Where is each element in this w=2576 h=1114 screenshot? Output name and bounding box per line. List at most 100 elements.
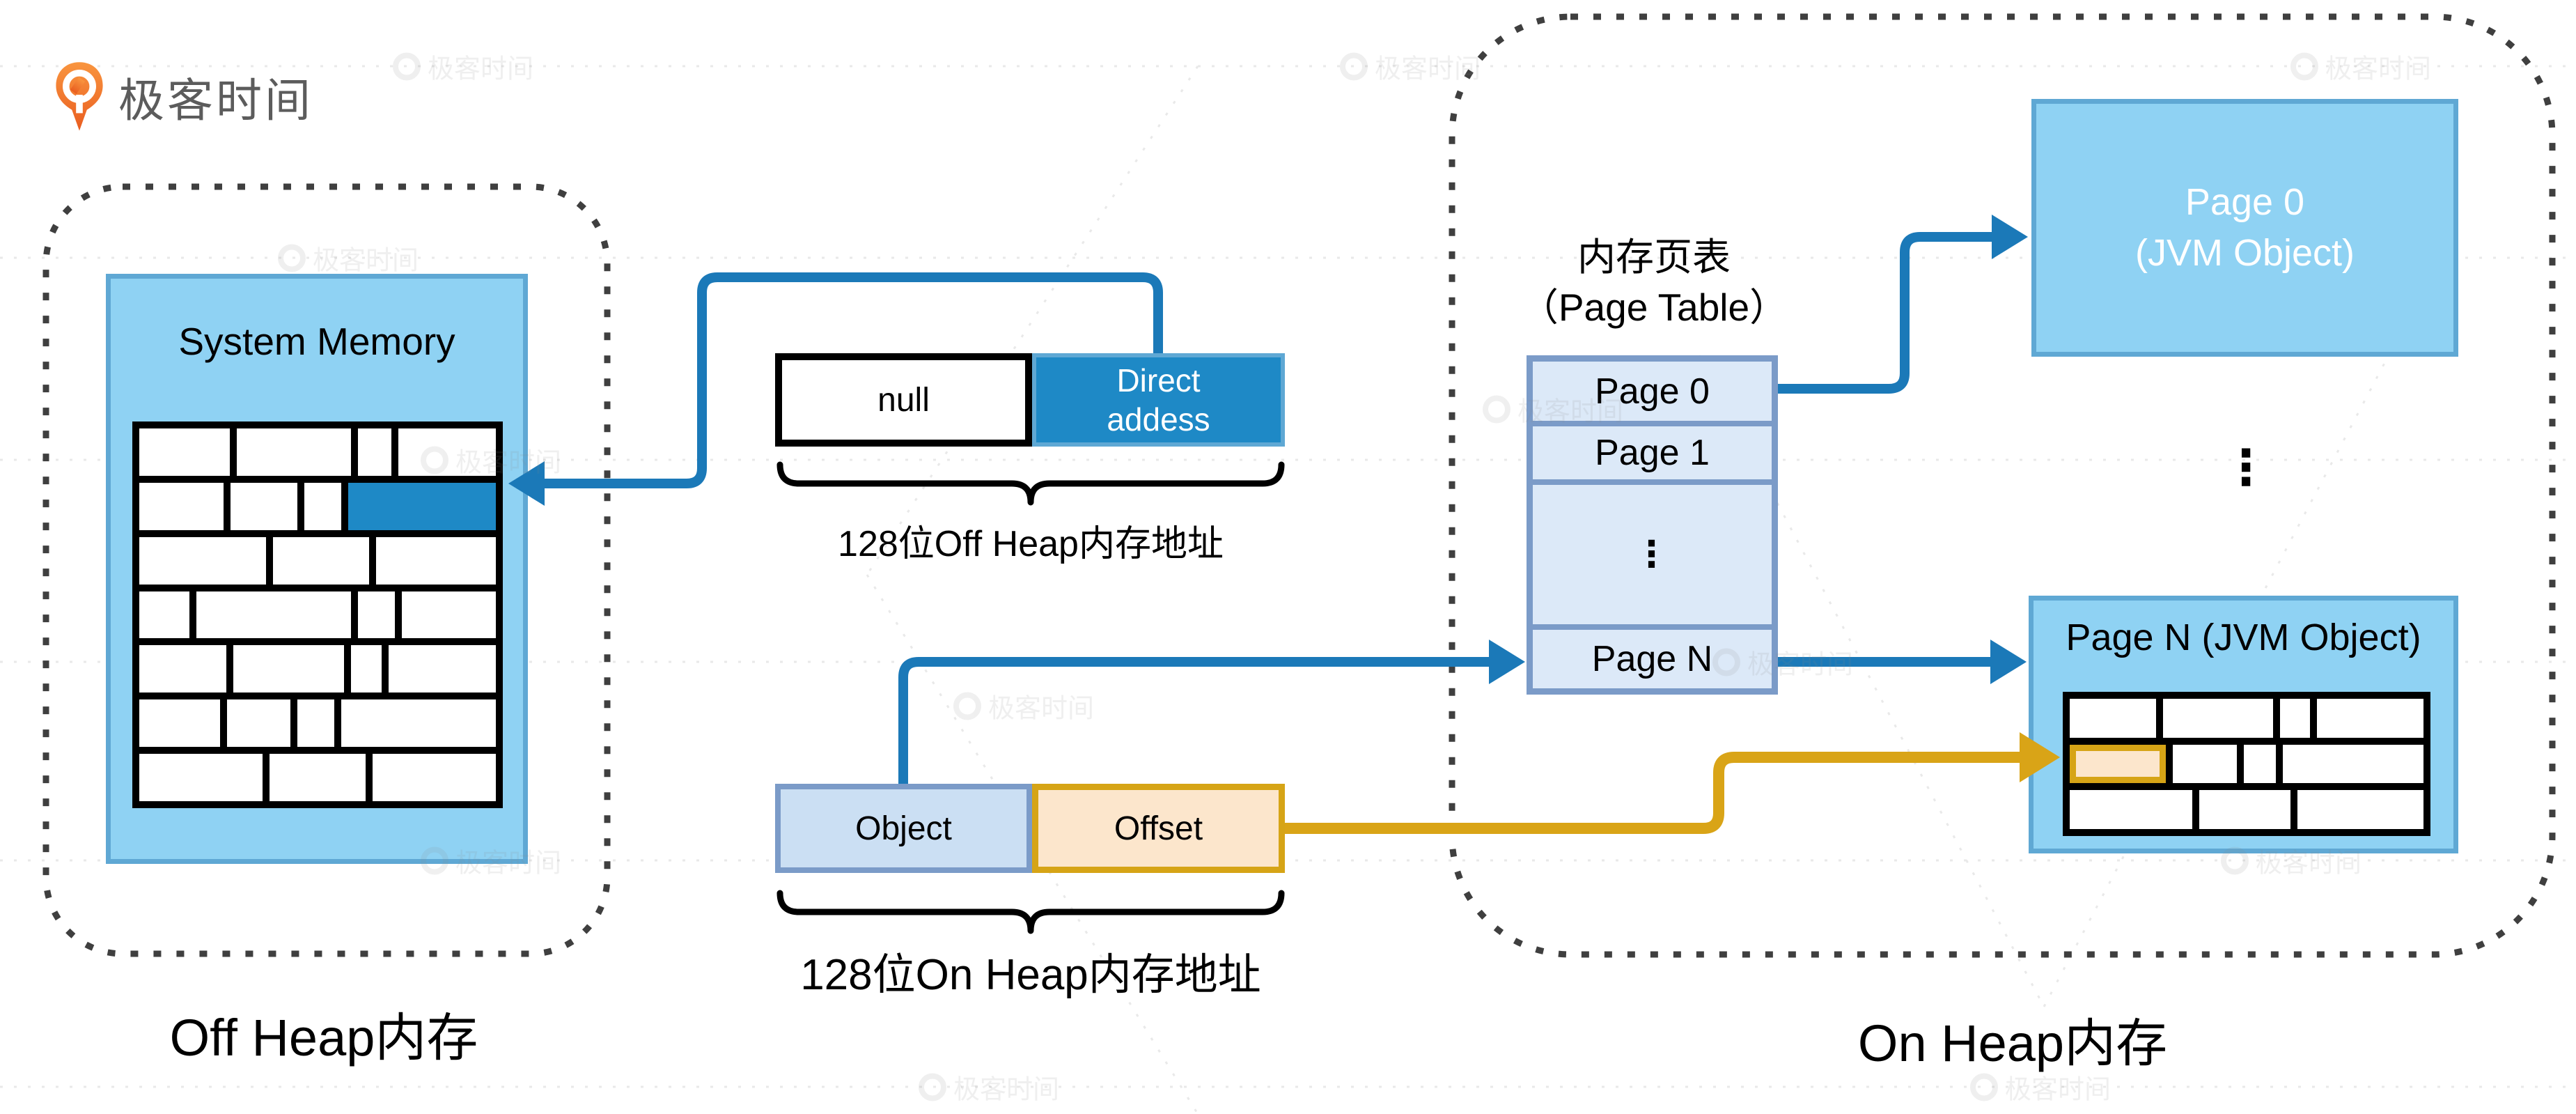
watermark-logo-icon: [420, 446, 448, 474]
watermark-text: 极客时间: [1374, 54, 1481, 84]
watermark-logo-icon: [2220, 846, 2249, 874]
watermark-text: 极客时间: [455, 448, 562, 478]
page-table-row-page1: Page 1: [1533, 426, 1772, 485]
memory-brick: [237, 428, 352, 476]
brick-row: [139, 699, 496, 748]
system-memory-brick-wall: [132, 421, 503, 808]
arrowhead-right-icon: [1990, 640, 2027, 684]
offheap-region-caption: Off Heap内存: [169, 1009, 478, 1067]
onheap-address-brace: [776, 890, 1285, 934]
direct-address-line1: Direct: [1116, 362, 1201, 399]
watermark: 极客时间: [420, 842, 561, 880]
memory-brick: [2317, 699, 2423, 738]
watermark-logo-icon: [2290, 52, 2318, 80]
brick-row: [139, 754, 497, 802]
memory-brick: [358, 428, 392, 476]
memory-brick: [233, 645, 345, 693]
memory-brick: [139, 754, 263, 802]
direct-address-field-box: Direct addess: [1032, 353, 1285, 447]
watermark-text: 极客时间: [2004, 1075, 2111, 1105]
watermark-text: 极客时间: [1517, 397, 1624, 427]
memory-brick: [402, 591, 496, 639]
memory-brick: [297, 699, 335, 748]
arrow-offset-to-pagen-brick: [1285, 732, 2060, 834]
brick-row: [2070, 699, 2423, 738]
null-field-label: null: [877, 381, 930, 419]
watermark: 极客时间: [420, 441, 562, 479]
watermark-text: 极客时间: [427, 54, 534, 84]
pagen-brick-wall: [2063, 692, 2430, 836]
brick-row: [2070, 744, 2423, 784]
memory-brick: [273, 536, 369, 585]
watermark-text: 极客时间: [2325, 54, 2432, 84]
memory-brick: [2280, 699, 2311, 738]
arrowhead-right-icon: [1992, 215, 2028, 259]
memory-brick: [139, 482, 224, 530]
offset-field-box: Offset: [1032, 784, 1285, 873]
geektime-logo-icon: [56, 62, 103, 131]
memory-brick: [270, 754, 366, 802]
memory-brick: [2297, 790, 2424, 830]
offheap-address-caption: 128位Off Heap内存地址: [838, 524, 1224, 564]
memory-brick: [372, 754, 497, 802]
watermark-logo-icon: [1339, 52, 1368, 80]
watermark-text: 极客时间: [953, 1075, 1060, 1105]
geektime-logo-text: 极客时间: [118, 75, 313, 126]
memory-brick: [388, 645, 496, 693]
pagen-jvm-object-label: Page N (JVM Object): [2066, 617, 2421, 658]
watermark: 极客时间: [1482, 390, 1624, 428]
watermark: 极客时间: [2220, 842, 2362, 880]
memory-brick: [139, 699, 220, 748]
offset-field-label: Offset: [1114, 810, 1203, 847]
watermark-text: 极客时间: [988, 694, 1095, 724]
watermark-text: 极客时间: [2255, 849, 2362, 879]
memory-brick: [2172, 744, 2237, 784]
memory-brick: [2199, 790, 2291, 830]
memory-brick: [351, 645, 382, 693]
watermark: 极客时间: [392, 47, 534, 86]
page-table-title: 内存页表 （Page Table）: [1483, 233, 1825, 332]
watermark: 极客时间: [1969, 1068, 2111, 1106]
watermark: 极客时间: [953, 687, 1094, 725]
page-table-title-line1: 内存页表: [1577, 235, 1731, 279]
highlighted-memory-brick-orange: [2070, 744, 2166, 784]
watermark-logo-icon: [1482, 395, 1511, 423]
watermark-logo-icon: [392, 52, 421, 80]
memory-brick: [139, 591, 190, 639]
object-field-label: Object: [855, 810, 952, 847]
watermark-logo-icon: [1969, 1073, 1998, 1101]
watermark: 极客时间: [2290, 47, 2431, 86]
watermark-logo-icon: [1712, 648, 1740, 676]
memory-brick: [358, 591, 396, 639]
memory-brick: [139, 428, 231, 476]
onheap-region-caption: On Heap内存: [1857, 1014, 2168, 1072]
memory-brick: [304, 482, 341, 530]
onheap-ellipsis: ⋮: [2222, 440, 2270, 495]
system-memory-label: System Memory: [178, 320, 455, 363]
memory-brick: [226, 699, 291, 748]
memory-brick: [230, 482, 297, 530]
page0-jvm-object-line2: (JVM Object): [2134, 232, 2355, 274]
brick-row: [139, 536, 497, 585]
memory-brick: [2282, 744, 2423, 784]
arrowhead-right-icon: [1489, 640, 1525, 684]
watermark-text: 极客时间: [312, 246, 419, 276]
watermark-logo-icon: [277, 244, 306, 272]
onheap-address-caption: 128位On Heap内存地址: [800, 951, 1261, 999]
watermark-logo-icon: [420, 846, 448, 874]
null-field-box: null: [775, 353, 1032, 447]
page-table-title-line2: （Page Table）: [1520, 285, 1788, 329]
watermark-logo-icon: [953, 692, 981, 720]
page-table-row-ellipsis: ⋮: [1533, 485, 1772, 630]
memory-brick: [2163, 699, 2274, 738]
memory-brick: [375, 536, 497, 585]
watermark-logo-icon: [918, 1073, 946, 1101]
memory-brick: [2070, 699, 2157, 738]
page0-jvm-object-box: Page 0 (JVM Object): [2031, 99, 2458, 357]
memory-brick: [2070, 790, 2192, 830]
brick-row: [139, 482, 496, 530]
highlighted-memory-brick-blue: [348, 482, 496, 530]
watermark-text: 极客时间: [1747, 650, 1854, 680]
memory-brick: [196, 591, 352, 639]
